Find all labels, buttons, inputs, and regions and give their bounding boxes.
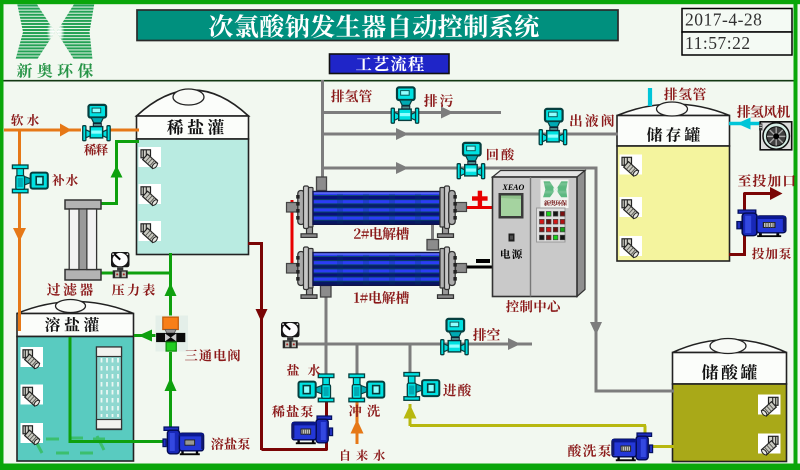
svg-text:11:57:22: 11:57:22 bbox=[685, 33, 751, 53]
svg-text:XEAO: XEAO bbox=[502, 183, 525, 192]
svg-text:2017-4-28: 2017-4-28 bbox=[685, 10, 762, 30]
